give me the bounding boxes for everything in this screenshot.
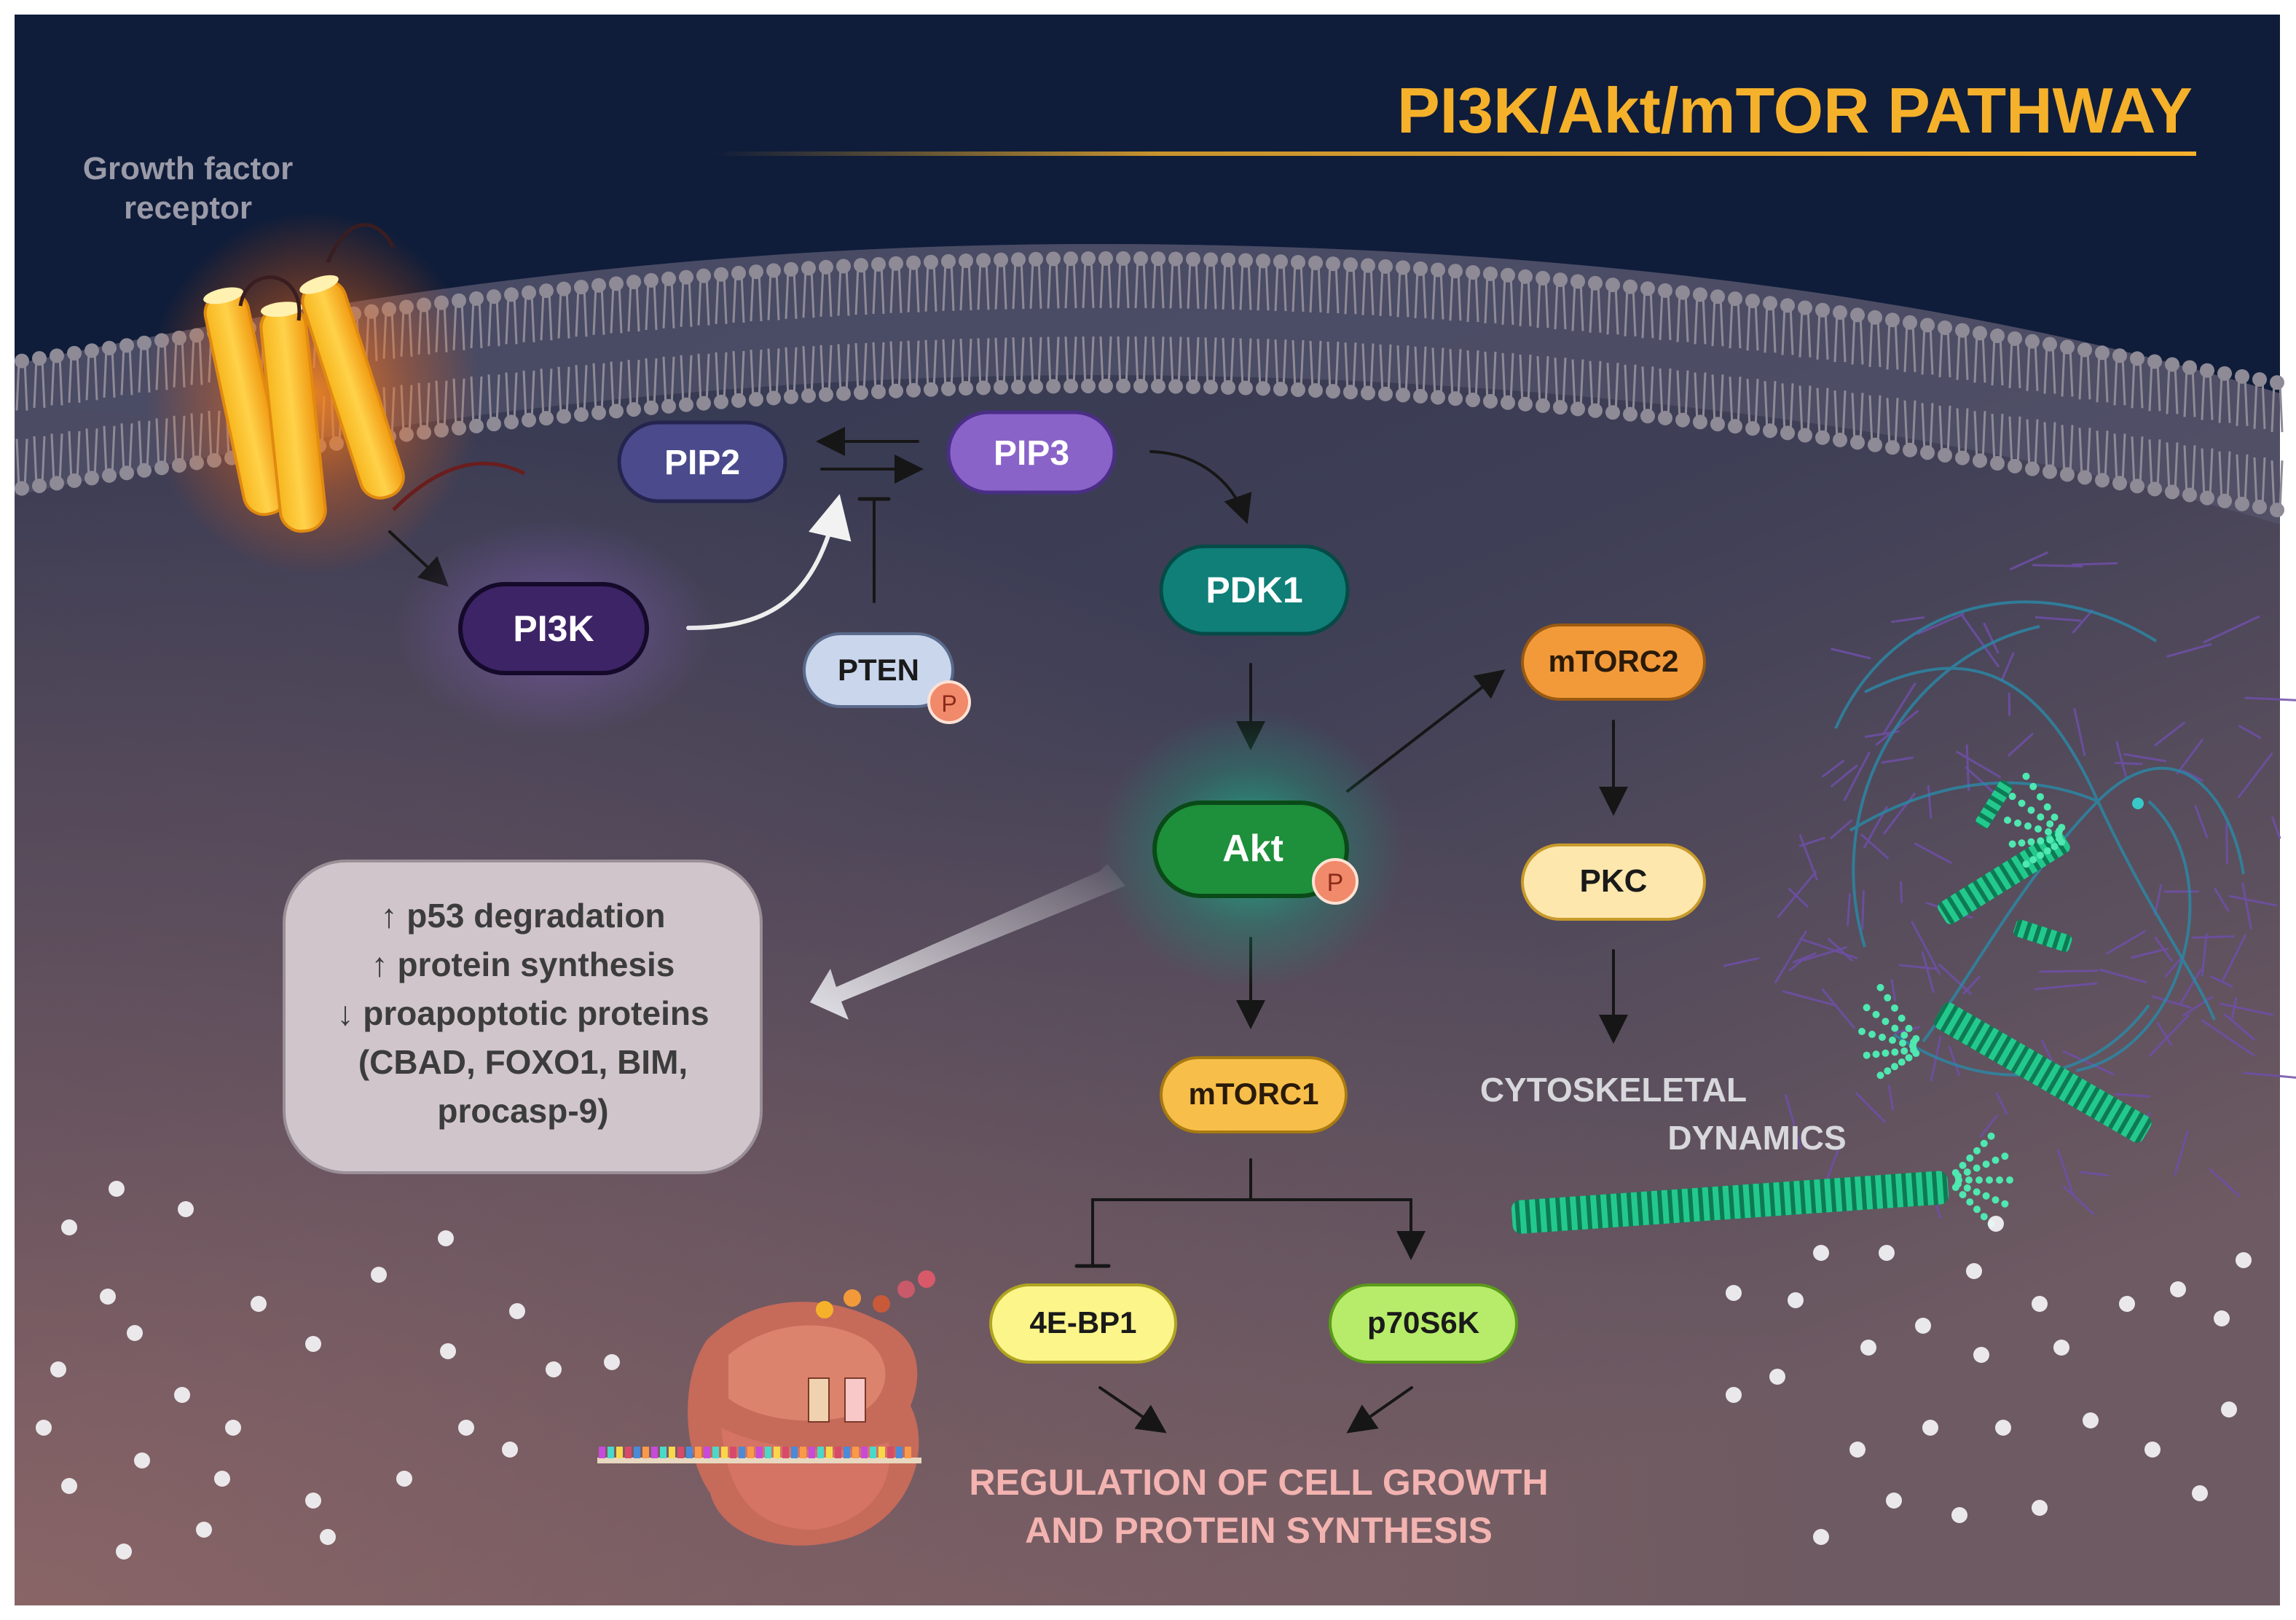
outcome-label-line1: REGULATION OF CELL GROWTH xyxy=(969,1462,1548,1503)
svg-text:PIP3: PIP3 xyxy=(994,434,1069,473)
node-4ebp1: 4E-BP1 xyxy=(989,1283,1177,1364)
phospho-badge-pten xyxy=(927,680,971,724)
effect-line-4: (CBAD, FOXO1, BIM, xyxy=(358,1043,688,1081)
node-pip3: PIP3 xyxy=(946,410,1117,495)
akt-effects-box: ↑ p53 degradation ↑ protein synthesis ↓ … xyxy=(283,860,763,1174)
growth-factor-receptor: Growth factor receptor xyxy=(83,151,526,575)
cytoskeletal-label-line2: DYNAMICS xyxy=(1667,1119,1846,1157)
effect-line-1: ↑ p53 degradation xyxy=(380,897,665,935)
svg-text:Akt: Akt xyxy=(1222,827,1283,870)
svg-text:4E-BP1: 4E-BP1 xyxy=(1029,1305,1136,1340)
effect-line-3: ↓ proapoptotic proteins xyxy=(337,994,709,1032)
arrow-akt-to-effects xyxy=(810,864,1125,1020)
node-pten: PTEN P xyxy=(803,632,971,724)
arrow-mtorc1-to-p70s6k xyxy=(1249,1198,1426,1260)
effect-line-5: procasp-9) xyxy=(437,1092,608,1130)
arrow-pip3-to-pdk1 xyxy=(1149,450,1252,524)
node-pkc: PKC xyxy=(1521,844,1706,921)
svg-text:PKC: PKC xyxy=(1580,863,1648,899)
arrow-p70s6k-to-outcome xyxy=(1346,1386,1413,1434)
branch-mtorc1 xyxy=(1091,1158,1252,1267)
title-underline xyxy=(714,152,2196,156)
page-title: PI3K/Akt/mTOR PATHWAY xyxy=(1397,74,2193,146)
svg-text:PTEN: PTEN xyxy=(838,653,919,687)
arrow-4ebp1-to-outcome xyxy=(1098,1386,1167,1434)
node-akt: Akt P xyxy=(1152,801,1359,905)
svg-text:P: P xyxy=(1327,869,1344,897)
svg-text:p70S6K: p70S6K xyxy=(1367,1305,1479,1340)
node-mtorc2: mTORC2 xyxy=(1521,624,1706,701)
node-p70s6k: p70S6K xyxy=(1329,1283,1518,1364)
ribosome-illustration xyxy=(597,1270,935,1546)
phospho-badge-akt xyxy=(1312,858,1359,905)
svg-text:mTORC1: mTORC1 xyxy=(1189,1077,1319,1111)
node-pdk1: PDK1 xyxy=(1159,544,1350,636)
arrow-pi3k-to-pip-conversion xyxy=(686,494,852,630)
svg-text:mTORC2: mTORC2 xyxy=(1549,644,1679,678)
scattered-particles xyxy=(36,1181,2252,1560)
cytoskeletal-label-line1: CYTOSKELETAL xyxy=(1480,1071,1747,1109)
effect-line-2: ↑ protein synthesis xyxy=(371,945,675,983)
outcome-label-line2: AND PROTEIN SYNTHESIS xyxy=(1025,1510,1493,1551)
extracellular-space xyxy=(15,15,2280,393)
pathway-arrows xyxy=(388,427,1628,1434)
svg-text:PIP2: PIP2 xyxy=(664,444,740,482)
node-pip2: PIP2 xyxy=(617,420,787,503)
cytoskeleton-illustration: CYTOSKELETAL DYNAMICS xyxy=(1480,551,2296,1234)
receptor-label-line1: Growth factor xyxy=(83,151,293,186)
svg-text:PI3K: PI3K xyxy=(513,608,594,649)
node-mtorc1: mTORC1 xyxy=(1160,1056,1348,1133)
svg-text:PDK1: PDK1 xyxy=(1206,570,1302,610)
node-pi3k: PI3K xyxy=(458,582,649,675)
receptor-label-line2: receptor xyxy=(124,190,252,226)
svg-text:P: P xyxy=(941,691,956,717)
